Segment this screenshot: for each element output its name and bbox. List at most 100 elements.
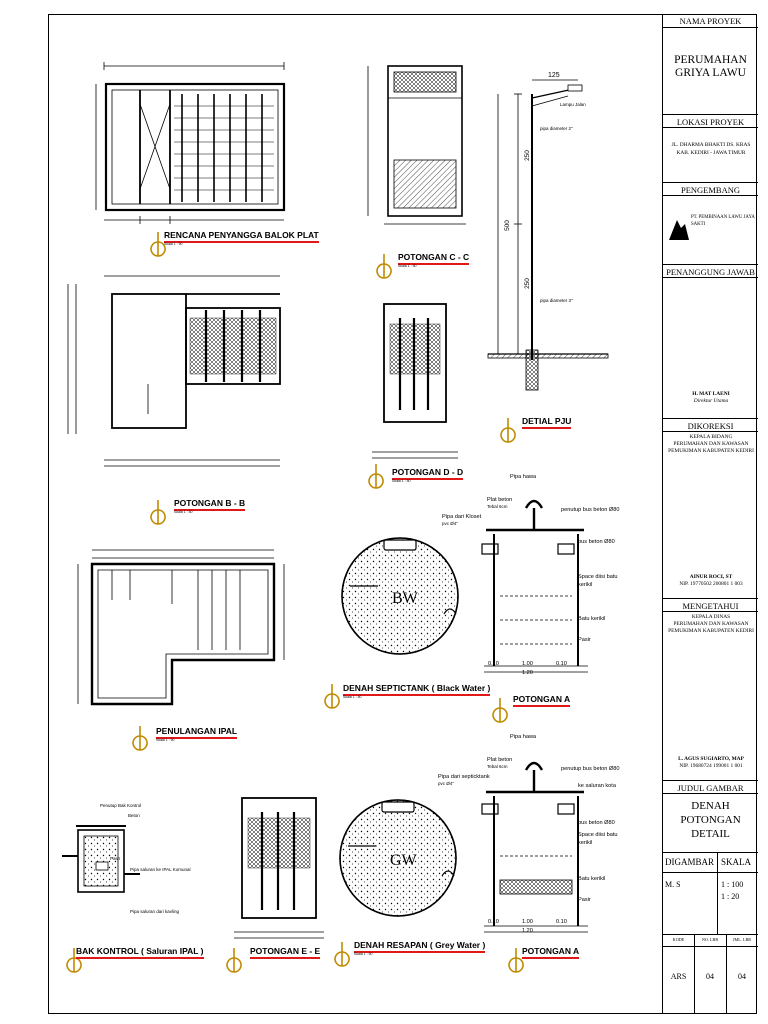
note-penutup-2: penutup bus beton Ø80 — [561, 766, 620, 772]
tb-responsible-label: PENANGGUNG JAWAB — [663, 264, 758, 278]
pju-pipe-top: pipa diameter 2" — [540, 126, 573, 131]
tb-drawn-label: DIGAMBAR — [665, 857, 715, 867]
tb-known-office-2: PERUMAHAN DAN KAWASAN — [673, 621, 749, 627]
dim-010-b: 0.10 — [556, 661, 567, 667]
tb-known-nip: NIP. 19680724 199001 1 001 — [679, 763, 743, 769]
tb-known-office-1: KEPALA DINAS — [691, 614, 731, 620]
tb-divider-3 — [663, 934, 758, 935]
bak-kontrol — [62, 825, 140, 893]
developer-logo — [669, 220, 689, 240]
note-plat-beton-2: Plat beton — [487, 757, 513, 763]
dim-120-a: 1.20 — [522, 670, 533, 676]
bak-note-pasir: Pasir — [110, 856, 121, 861]
tb-code-value: ARS — [670, 972, 687, 981]
tb-scale-2: 1 : 20 — [721, 892, 740, 901]
tb-vdivider-3 — [726, 934, 727, 1014]
dim-010-a: 0.10 — [488, 661, 499, 667]
label-detail-pju: DETIAL PJU — [522, 416, 572, 429]
note-space-batu-1: Space diisi batu — [578, 574, 618, 580]
penulangan-ipal — [77, 549, 285, 706]
tb-drawing-title-1: DENAH — [691, 800, 730, 812]
note-pipa-hawa-1: Pipa hawa — [510, 474, 537, 480]
note-pasir-2: Pasir — [578, 897, 591, 903]
tb-code-label: KODE — [672, 937, 685, 942]
tb-divider-1 — [663, 852, 758, 853]
scale-note-6: Skala 1 : 50 — [156, 738, 175, 742]
resapan-gw-label: GW — [390, 852, 417, 869]
septic-bw-label: BW — [392, 590, 418, 607]
scale-note-2: Skala 1 : 50 — [398, 264, 417, 268]
resapan-plan — [339, 799, 457, 917]
tb-known-label: MENGETAHUI — [663, 598, 758, 612]
septic-section-a — [481, 499, 588, 673]
tb-drawn-by: M. S — [665, 880, 681, 889]
pju-dim-500: 500 — [503, 220, 511, 231]
plan-penyangga-balok — [95, 62, 286, 224]
tb-drawing-title-label: JUDUL GAMBAR — [663, 780, 758, 794]
label-potongan-a-resapan: POTONGAN A — [522, 946, 580, 959]
tb-location-label: LOKASI PROYEK — [663, 114, 758, 128]
tb-divider-2 — [663, 872, 758, 873]
pju-lamp-note: Lampu Jalan — [560, 102, 586, 107]
bak-note-dari-kavling: Pipa saluran dari kavling — [130, 909, 180, 914]
tb-project-name-label: NAMA PROYEK — [663, 14, 758, 28]
tb-corrected-office-2: PERUMAHAN DAN KAWASAN — [673, 441, 749, 447]
note-bus-beton-1: bus beton Ø80 — [578, 539, 615, 545]
note-pasir-1: Pasir — [578, 637, 591, 643]
tb-corrected-nip: NIP. 19770502 200801 1 003 — [679, 581, 743, 587]
note-tebal-2: Tebal 6cm — [487, 764, 508, 769]
tb-location-1: JL. DHARMA BHAKTI DS. KRAS — [671, 142, 751, 148]
scale-note-1: Skala 1 : 50 — [164, 242, 183, 246]
tb-project-name-1: PERUMAHAN — [674, 54, 747, 66]
pju-dim-125: 125 — [548, 72, 560, 79]
section-e-e — [234, 797, 324, 939]
tb-vdivider-2 — [694, 934, 695, 1014]
label-potongan-a-septic: POTONGAN A — [513, 694, 571, 707]
label-potongan-d-d: POTONGAN D - D — [392, 467, 464, 480]
tb-divider-4 — [663, 946, 758, 947]
tb-sheet-total-label: JML. LBR — [732, 937, 752, 942]
pju-dim-250a: 250 — [523, 150, 531, 161]
tb-known-name: L. AGUS SUGIARTO, MAP — [678, 756, 744, 762]
scale-note-7: Skala 1 : 50 — [343, 695, 362, 699]
label-potongan-e-e: POTONGAN E - E — [250, 946, 321, 959]
pju-pipe-bottom: pipa diameter 3" — [540, 298, 573, 303]
tb-scale-1: 1 : 100 — [721, 880, 744, 889]
note-batu-kerikil-2: Batu kerikil — [578, 876, 606, 882]
tb-sheet-no-value: 04 — [706, 972, 714, 981]
note-kerikil-2: kerikil — [578, 840, 593, 846]
note-bus-beton-2: bus beton Ø80 — [578, 820, 615, 826]
tb-corrected-office-3: PEMUKIMAN KABUPATEN KEDIRI — [668, 448, 754, 454]
label-markers — [66, 232, 524, 973]
section-c-c — [367, 65, 466, 225]
section-d-d — [372, 303, 458, 459]
bak-note-ke-ipal: Pipa saluran ke IPAL Komunal — [130, 867, 191, 872]
note-pipa-septic: Pipa dari septicktank — [438, 774, 490, 780]
tb-corrected-label: DIKOREKSI — [663, 418, 758, 432]
note-batu-kerikil-1: Batu kerikil — [578, 616, 606, 622]
note-ke-saluran: ke saluran kota — [578, 783, 616, 789]
tb-known-office-3: PEMUKIMAN KABUPATEN KEDIRI — [668, 628, 754, 634]
tb-project-name-2: GRIYA LAWU — [675, 67, 746, 79]
tb-developer-company: PT. PEMBINAAN LAWU JAYA SAKTI — [691, 215, 755, 227]
bak-note-penutup: Penutup Bak Kontrol — [100, 803, 142, 808]
resapan-section-a — [481, 761, 588, 933]
drawing-linework — [62, 62, 609, 973]
title-block: NAMA PROYEK PERUMAHAN GRIYA LAWU LOKASI … — [662, 14, 758, 1014]
tb-corrected-name: AINUR ROCI, ST — [689, 574, 733, 580]
bak-note-beton: Beton — [128, 813, 140, 818]
label-potongan-b-b: POTONGAN B - B — [174, 498, 246, 511]
tb-responsible-role: Direktur Utama — [693, 398, 729, 404]
dim-100-a: 1.00 — [522, 661, 533, 667]
tb-location-2: KAB. KEDIRI - JAWA TIMUR — [676, 150, 746, 156]
section-b-b — [67, 275, 281, 467]
tb-drawing-title-3: DETAIL — [691, 828, 730, 840]
dim-010-d: 0.10 — [556, 919, 567, 925]
dim-100-b: 1.00 — [522, 919, 533, 925]
label-denah-septictank: DENAH SEPTICTANK ( Black Water ) — [343, 683, 491, 696]
dim-120-b: 1.20 — [522, 928, 533, 934]
dim-010-c: 0.10 — [488, 919, 499, 925]
tb-scale-label: SKALA — [721, 857, 752, 867]
note-space-batu-2: Space diisi batu — [578, 832, 618, 838]
tb-vdivider-1 — [717, 852, 718, 934]
